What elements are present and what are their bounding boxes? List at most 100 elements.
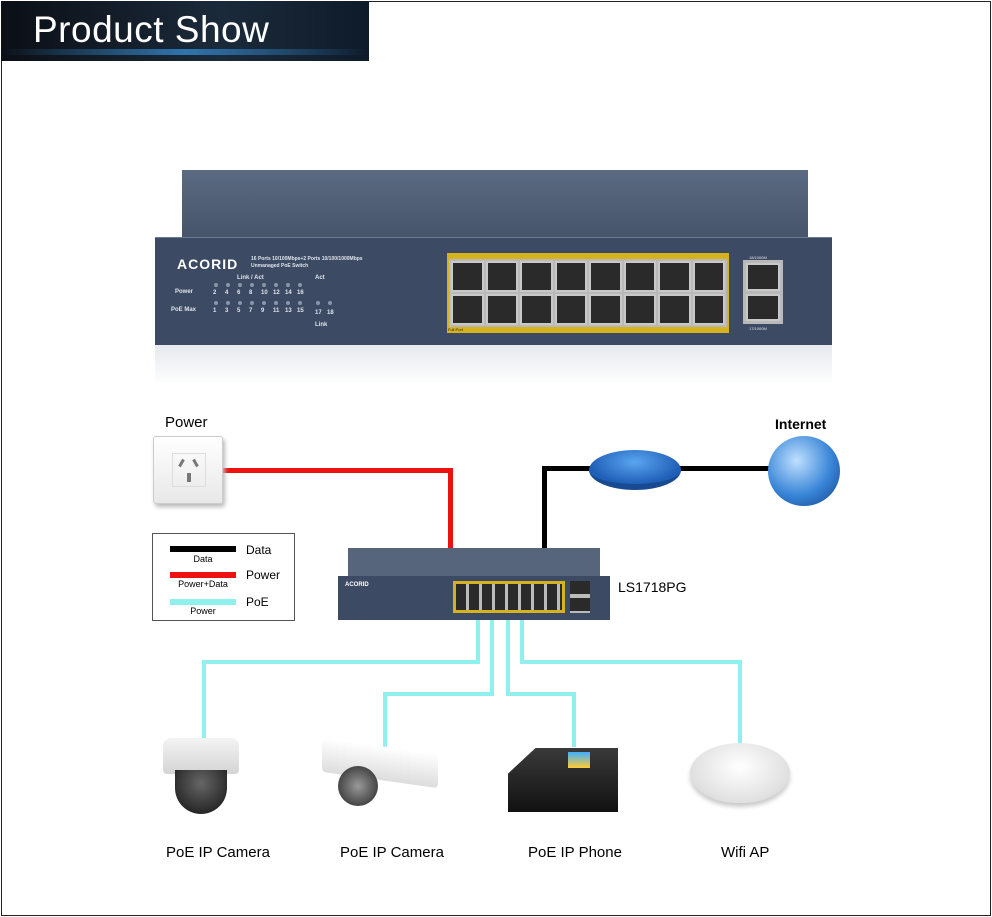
router-icon xyxy=(589,450,681,490)
full-port-label: Full Port xyxy=(448,327,463,332)
poe-line xyxy=(572,692,576,747)
poe-line xyxy=(520,660,742,664)
device-label: PoE IP Phone xyxy=(528,844,622,861)
poe-max-led-label: PoE Max xyxy=(171,307,197,313)
uplink-led-number: 18 xyxy=(327,310,334,316)
led-indicator xyxy=(262,283,266,287)
port-8 xyxy=(554,261,587,292)
led-indicator xyxy=(250,301,254,305)
device-label: PoE IP Camera xyxy=(166,844,270,861)
led-indicator xyxy=(286,283,290,287)
port-4 xyxy=(485,261,518,292)
port-14 xyxy=(658,261,691,292)
act-label: Act xyxy=(315,275,325,281)
poe-port-block xyxy=(447,253,729,333)
small-switch-icon: ACORID xyxy=(338,548,610,620)
led-number: 4 xyxy=(225,290,229,296)
uplink-led-indicator xyxy=(316,301,320,305)
legend: Data Data Power Power+Data PoE Power xyxy=(152,533,295,621)
device-label: Wifi AP xyxy=(721,844,770,861)
poe-line xyxy=(383,692,494,696)
led-number: 7 xyxy=(249,308,253,314)
model-label: LS1718PG xyxy=(618,579,687,595)
led-indicator xyxy=(298,301,302,305)
uplink-led-number: 17 xyxy=(315,310,322,316)
port-6 xyxy=(520,261,553,292)
ip-phone-icon xyxy=(508,748,618,812)
device-label: PoE IP Camera xyxy=(340,844,444,861)
poe-line xyxy=(490,618,494,694)
port-1 xyxy=(451,294,484,325)
port-11 xyxy=(623,294,656,325)
port-12 xyxy=(623,261,656,292)
led-number: 16 xyxy=(297,290,304,296)
power-led-label: Power xyxy=(175,289,194,295)
legend-data-swatch xyxy=(170,546,236,552)
port-7 xyxy=(554,294,587,325)
legend-power-sub: Power+Data xyxy=(178,579,228,589)
legend-data-sub: Data xyxy=(193,554,213,564)
led-number: 6 xyxy=(237,290,241,296)
poe-line xyxy=(202,660,480,664)
poe-line xyxy=(520,618,524,662)
globe-icon xyxy=(768,436,840,506)
led-indicator xyxy=(214,301,218,305)
legend-poe-swatch xyxy=(170,599,236,605)
port-9 xyxy=(589,294,622,325)
data-line-up xyxy=(542,468,547,550)
power-outlet-icon xyxy=(153,436,223,504)
poe-line xyxy=(506,692,576,696)
small-switch-brand: ACORID xyxy=(345,582,369,588)
led-number: 3 xyxy=(225,308,229,314)
power-line xyxy=(222,468,453,473)
uplink-bottom-label: 17/1000M xyxy=(749,326,767,331)
led-number: 15 xyxy=(297,308,304,314)
port-16 xyxy=(692,261,725,292)
led-indicator xyxy=(238,283,242,287)
port-3 xyxy=(485,294,518,325)
power-label: Power xyxy=(165,414,208,431)
led-indicator xyxy=(262,301,266,305)
link-label: Link xyxy=(315,322,328,328)
led-indicator xyxy=(274,283,278,287)
legend-poe-title: PoE xyxy=(246,595,269,609)
wifi-ap-icon xyxy=(690,743,790,803)
uplink-top-label: 18/1000M xyxy=(749,255,767,260)
led-indicator xyxy=(298,283,302,287)
led-number: 10 xyxy=(261,290,268,296)
legend-data-title: Data xyxy=(246,543,272,557)
led-number: 8 xyxy=(249,290,253,296)
port-18 xyxy=(746,263,780,291)
uplink-led-indicator xyxy=(328,301,332,305)
legend-power-title: Power xyxy=(246,568,281,582)
poe-line xyxy=(383,692,387,750)
bullet-camera-icon xyxy=(322,737,438,810)
led-indicator xyxy=(238,301,242,305)
poe-line xyxy=(738,660,742,745)
port-5 xyxy=(520,294,553,325)
legend-power-swatch xyxy=(170,572,236,578)
internet-label: Internet xyxy=(775,416,827,432)
led-indicator xyxy=(250,283,254,287)
port-15 xyxy=(692,294,725,325)
poe-line xyxy=(506,618,510,694)
led-number: 5 xyxy=(237,308,241,314)
poe-line xyxy=(202,660,206,740)
led-number: 1 xyxy=(213,308,217,314)
power-line-down xyxy=(448,468,453,550)
led-indicator xyxy=(214,283,218,287)
switch-front-panel: ACORID 16 Ports 10/100Mbps+2 Ports 10/10… xyxy=(155,237,832,345)
led-indicator xyxy=(226,301,230,305)
switch-brand-logo: ACORID xyxy=(177,256,239,272)
port-13 xyxy=(658,294,691,325)
led-number: 2 xyxy=(213,290,217,296)
switch-reflection xyxy=(155,345,832,385)
port-2 xyxy=(451,261,484,292)
legend-poe-sub: Power xyxy=(190,606,216,616)
led-number: 9 xyxy=(261,308,265,314)
header-banner: Product Show xyxy=(1,1,369,61)
uplink-ports xyxy=(743,260,783,324)
led-number: 14 xyxy=(285,290,292,296)
switch-description: 16 Ports 10/100Mbps+2 Ports 10/100/1000M… xyxy=(251,256,363,269)
